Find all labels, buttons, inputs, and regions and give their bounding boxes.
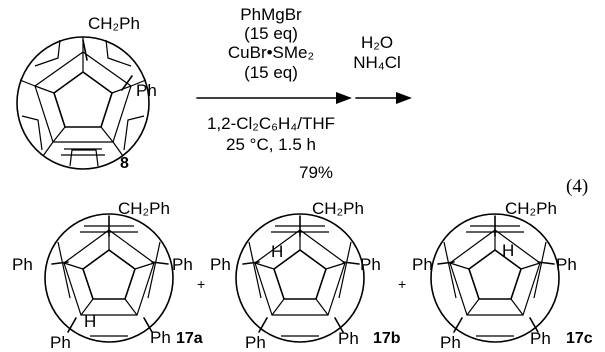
arrowhead-1-icon — [336, 92, 352, 104]
product-17b: CH₂Ph Ph Ph Ph Ph H 17b — [210, 199, 401, 352]
ph-right: Ph — [556, 255, 577, 274]
reagent-line-2: (15 eq) — [244, 24, 298, 43]
top-substituent: CH₂Ph — [505, 199, 557, 218]
compound-label-17b: 17b — [373, 330, 401, 347]
workup-line-2: NH₄Cl — [353, 53, 401, 72]
reactant-top-substituent: CH₂Ph — [88, 14, 140, 33]
product-17c: CH₂Ph Ph Ph Ph Ph H 17c — [412, 199, 593, 352]
top-substituent: CH₂Ph — [118, 199, 170, 218]
fullerene-cage — [430, 213, 560, 343]
ph-left: Ph — [12, 255, 33, 274]
ph-right: Ph — [360, 255, 381, 274]
ph-bond — [121, 75, 133, 91]
workup-line-1: H₂O — [361, 33, 393, 52]
h-label: H — [84, 312, 96, 331]
reagent-line-1: PhMgBr — [240, 5, 302, 24]
ph-bottom-left: Ph — [245, 333, 266, 352]
fullerene-cage — [44, 213, 174, 343]
h-label: H — [271, 242, 283, 261]
reagent-line-3: CuBr•SMe₂ — [228, 43, 314, 62]
wedge-bond — [82, 39, 88, 61]
compound-label-17a: 17a — [176, 330, 203, 347]
equation-number: (4) — [566, 176, 588, 197]
ph-left: Ph — [210, 255, 231, 274]
ph-left: Ph — [412, 255, 433, 274]
fullerene-cage — [16, 36, 150, 170]
ph-bottom-left: Ph — [50, 333, 71, 352]
plus-sign-2: + — [398, 276, 406, 292]
ph-bottom-right: Ph — [338, 329, 359, 348]
top-substituent: CH₂Ph — [312, 199, 364, 218]
ph-bottom-right: Ph — [150, 328, 171, 347]
yield: 79% — [299, 163, 333, 182]
solvent: 1,2-Cl₂C₆H₄/THF — [207, 114, 335, 133]
compound-label-8: 8 — [120, 155, 129, 172]
ph-right: Ph — [172, 255, 193, 274]
reactant-side-substituent: Ph — [136, 81, 157, 100]
fullerene-cage — [235, 213, 365, 343]
plus-sign-1: + — [197, 276, 205, 292]
arrowhead-2-icon — [396, 92, 412, 104]
h-label: H — [502, 241, 514, 260]
reaction-conditions: PhMgBr (15 eq) CuBr•SMe₂ (15 eq) H₂O NH₄… — [196, 5, 412, 182]
reactant-fullerene: CH₂Ph Ph 8 — [16, 14, 157, 172]
temperature-time: 25 °C, 1.5 h — [226, 135, 316, 154]
reagent-line-4: (15 eq) — [244, 63, 298, 82]
compound-label-17c: 17c — [566, 330, 593, 347]
ph-bottom-left: Ph — [440, 333, 461, 352]
product-17a: CH₂Ph Ph Ph Ph Ph H 17a — [12, 199, 203, 352]
ph-bottom-right: Ph — [530, 329, 551, 348]
